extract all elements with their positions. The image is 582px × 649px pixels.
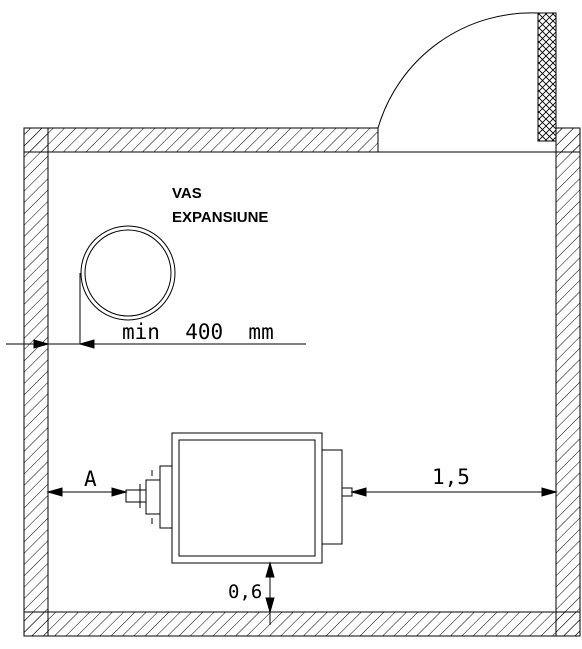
dimension-a-label: A xyxy=(84,467,97,491)
expansion-vessel-inner-circle xyxy=(84,229,172,317)
expansion-vessel xyxy=(79,225,176,344)
boiler-unit xyxy=(125,432,353,564)
door xyxy=(377,12,557,152)
expansion-vessel-outer-circle xyxy=(80,225,176,321)
boiler-body xyxy=(171,432,323,564)
wall-right xyxy=(555,127,581,637)
min-distance-label: min 400 mm xyxy=(122,320,274,344)
door-leaf xyxy=(537,12,557,142)
min-distance-dimension xyxy=(6,339,306,349)
boiler-right-panel xyxy=(321,449,343,545)
wall-bottom xyxy=(23,611,581,637)
expansion-vessel-label-line2: EXPANSIUNE xyxy=(172,209,268,226)
boiler-left-panel xyxy=(159,465,173,529)
boiler-connector xyxy=(125,489,147,503)
dimension-right-label: 1,5 xyxy=(432,465,470,489)
wall-top-left xyxy=(23,127,379,153)
dimension-right xyxy=(350,487,558,497)
door-swing-arc xyxy=(377,12,539,129)
dimension-bottom-label: 0,6 xyxy=(228,581,262,603)
dimension-a xyxy=(46,487,128,497)
dimension-bottom xyxy=(265,561,275,625)
wall-top-right xyxy=(555,127,581,153)
wall-left xyxy=(23,127,49,637)
expansion-vessel-label-line1: VAS xyxy=(172,185,202,202)
